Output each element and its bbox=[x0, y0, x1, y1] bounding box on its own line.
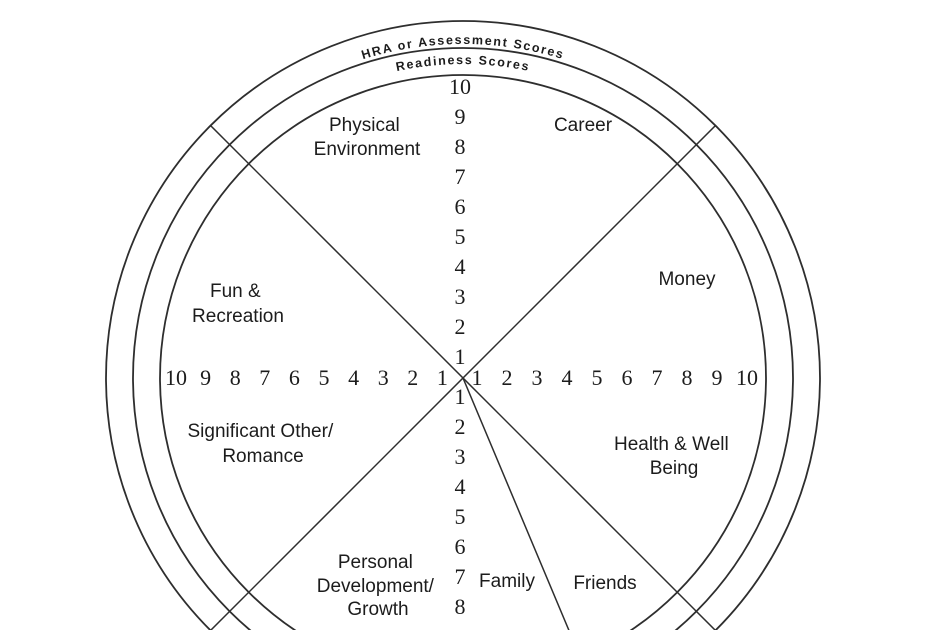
axis-tick: 4 bbox=[455, 254, 466, 279]
middle-circle bbox=[132, 47, 794, 630]
axis-tick: 5 bbox=[319, 365, 330, 390]
section-label-personal-development: Personal Development/ Growth bbox=[317, 552, 440, 620]
axis-tick: 1 bbox=[472, 365, 483, 390]
axis-tick: 5 bbox=[455, 224, 466, 249]
axis-tick: 9 bbox=[200, 365, 211, 390]
axis-tick: 3 bbox=[532, 365, 543, 390]
axis-tick: 9 bbox=[712, 365, 723, 390]
axis-tick: 4 bbox=[562, 365, 573, 390]
axis-tick: 10 bbox=[449, 74, 471, 99]
section-label-fun-recreation: Fun & Recreation bbox=[192, 281, 284, 327]
axis-tick: 10 bbox=[165, 365, 187, 390]
axis-tick: 4 bbox=[455, 474, 466, 499]
axis-tick: 10 bbox=[736, 365, 758, 390]
family-friends-divider bbox=[462, 377, 570, 630]
inner-ring-title: Readiness Scores bbox=[395, 53, 532, 74]
scale-bottom-column: 1 2 3 4 5 6 7 8 bbox=[455, 384, 466, 619]
axis-tick: 1 bbox=[455, 344, 466, 369]
outer-circle bbox=[105, 20, 821, 630]
section-label-money: Money bbox=[658, 269, 716, 290]
axis-tick: 8 bbox=[230, 365, 241, 390]
section-label-physical-environment: Physical Environment bbox=[314, 115, 421, 160]
axis-tick: 1 bbox=[437, 365, 448, 390]
axis-tick: 1 bbox=[455, 384, 466, 409]
axis-tick: 7 bbox=[455, 164, 466, 189]
axis-tick: 8 bbox=[682, 365, 693, 390]
axis-tick: 6 bbox=[455, 194, 466, 219]
axis-tick: 6 bbox=[289, 365, 300, 390]
axis-tick: 4 bbox=[348, 365, 359, 390]
axis-tick: 5 bbox=[455, 504, 466, 529]
section-label-health-well-being: Health & Well Being bbox=[614, 434, 734, 479]
section-label-career: Career bbox=[554, 115, 613, 136]
axis-tick: 8 bbox=[455, 134, 466, 159]
axis-tick: 7 bbox=[259, 365, 270, 390]
axis-tick: 2 bbox=[455, 314, 466, 339]
axis-tick: 2 bbox=[502, 365, 513, 390]
axis-tick: 5 bbox=[592, 365, 603, 390]
axis-tick: 6 bbox=[622, 365, 633, 390]
scale-top-column: 10 9 8 7 6 5 4 3 2 1 bbox=[449, 74, 471, 369]
axis-tick: 7 bbox=[652, 365, 663, 390]
axis-tick: 6 bbox=[455, 534, 466, 559]
axis-tick: 7 bbox=[455, 564, 466, 589]
axis-tick: 3 bbox=[378, 365, 389, 390]
axis-tick: 3 bbox=[455, 444, 466, 469]
axis-tick: 9 bbox=[455, 104, 466, 129]
axis-tick: 2 bbox=[407, 365, 418, 390]
section-label-family: Family bbox=[479, 571, 535, 592]
inner-circle bbox=[159, 74, 767, 630]
axis-tick: 3 bbox=[455, 284, 466, 309]
axis-tick: 2 bbox=[455, 414, 466, 439]
section-label-friends: Friends bbox=[573, 573, 636, 594]
section-label-significant-other: Significant Other/ Romance bbox=[187, 421, 338, 467]
axis-tick: 8 bbox=[455, 594, 466, 619]
